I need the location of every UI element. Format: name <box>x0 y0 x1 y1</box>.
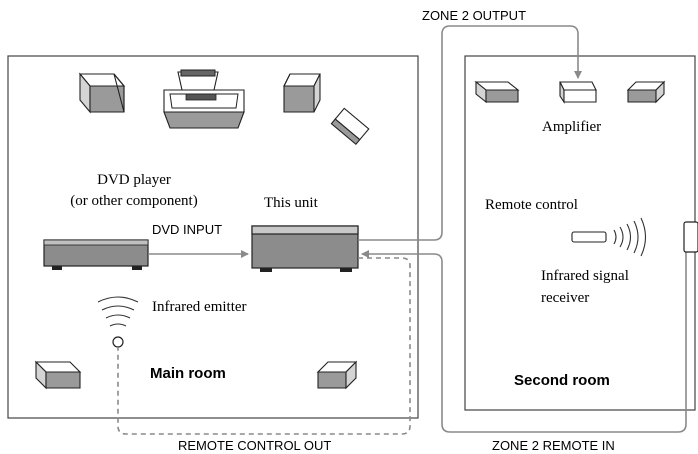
second-room-label: Second room <box>514 372 610 389</box>
av-receiver-icon <box>251 225 359 272</box>
remote-control-label: Remote control <box>485 197 578 213</box>
main-room-label: Main room <box>150 365 226 382</box>
infrared-emitter-label: Infrared emitter <box>152 299 247 315</box>
this-unit-label: This unit <box>264 195 319 211</box>
remote-control-icon <box>571 217 647 257</box>
speaker-icon <box>78 72 126 114</box>
zone2-output-cable <box>358 25 582 241</box>
dvd-input-label: DVD INPUT <box>152 222 222 237</box>
amplifier-label: Amplifier <box>542 119 601 135</box>
amplifier-icon <box>559 81 597 104</box>
infrared-receiver-label: Infrared signal <box>541 268 629 284</box>
zone2-remote-in-label: ZONE 2 REMOTE IN <box>492 438 615 453</box>
speaker-icon <box>283 73 321 113</box>
speaker-icon <box>316 360 358 390</box>
dvd-player-label: DVD player <box>97 172 171 188</box>
zone2-output-label: ZONE 2 OUTPUT <box>422 8 526 23</box>
dvd-player-icon <box>43 239 149 270</box>
speaker-icon <box>34 360 82 390</box>
remote-control-out-cable <box>117 257 411 435</box>
dvd-player-sublabel: (or other component) <box>70 193 197 209</box>
remote-control-out-label: REMOTE CONTROL OUT <box>178 438 331 453</box>
infrared-receiver-icon <box>683 221 698 253</box>
center-speaker-icon <box>163 69 245 129</box>
infrared-emitter-icon <box>97 296 139 348</box>
speaker-icon <box>474 80 520 104</box>
speaker-icon <box>330 107 370 146</box>
infrared-receiver-sublabel: receiver <box>541 290 589 306</box>
speaker-icon <box>626 80 666 104</box>
